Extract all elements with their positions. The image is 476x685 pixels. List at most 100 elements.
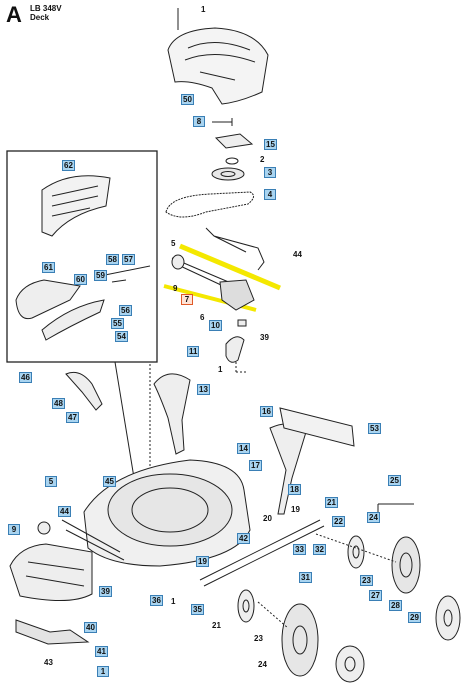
wheel-hub-right <box>347 535 365 569</box>
callout-22: 22 <box>332 516 345 527</box>
inset-grip-part <box>41 299 105 341</box>
nut-part <box>225 157 239 165</box>
bracket-part <box>214 133 254 149</box>
callout-3: 3 <box>264 167 276 178</box>
callout-47: 47 <box>66 412 79 423</box>
callout-4: 4 <box>264 189 276 200</box>
callout-58: 58 <box>106 254 119 265</box>
flap-ribs <box>25 561 85 587</box>
label-19: 19 <box>291 505 300 514</box>
callout-32: 32 <box>313 544 326 555</box>
rear-axle <box>199 519 325 587</box>
label-44: 44 <box>293 250 302 259</box>
callout-59: 59 <box>94 270 107 281</box>
wheel-bracket-leader <box>377 503 414 520</box>
callout-35: 35 <box>191 604 204 615</box>
callout-7-highlighted[interactable]: 7 <box>181 294 193 305</box>
pulley-hub <box>220 171 236 177</box>
engine-cover-ribs <box>184 41 256 81</box>
callout-9: 9 <box>8 524 20 535</box>
callout-57: 57 <box>122 254 135 265</box>
callout-14: 14 <box>237 443 250 454</box>
callout-31: 31 <box>299 572 312 583</box>
callout-25: 25 <box>388 475 401 486</box>
callout-13: 13 <box>197 384 210 395</box>
engine-cover <box>167 27 269 105</box>
callout-16: 16 <box>260 406 273 417</box>
inset-cover-grille <box>51 185 99 217</box>
drive-belt <box>165 191 254 218</box>
callout-45: 45 <box>103 476 116 487</box>
callout-1: 1 <box>97 666 109 677</box>
label-5: 5 <box>171 239 176 248</box>
callout-15: 15 <box>264 139 277 150</box>
shaft-end <box>171 254 185 270</box>
pulley-part <box>211 167 245 181</box>
wheel-front-right <box>391 536 421 594</box>
section-letter: A <box>6 2 22 27</box>
wheel-leaders <box>257 533 397 629</box>
callout-19: 19 <box>196 556 209 567</box>
label-9: 9 <box>173 284 178 293</box>
callout-54: 54 <box>115 331 128 342</box>
callout-10: 10 <box>209 320 222 331</box>
label-1-mid: 1 <box>218 365 223 374</box>
bolt-part <box>212 118 233 126</box>
callout-44: 44 <box>58 506 71 517</box>
section-label: Deck <box>30 13 50 22</box>
callout-23: 23 <box>360 575 373 586</box>
callout-39: 39 <box>99 586 112 597</box>
callout-24: 24 <box>367 512 380 523</box>
callout-33: 33 <box>293 544 306 555</box>
dashed-leaders <box>149 360 246 488</box>
label-43: 43 <box>44 658 53 667</box>
wheel-bushing <box>37 521 51 535</box>
model-label: LB 348V <box>30 4 62 13</box>
callout-56: 56 <box>119 305 132 316</box>
callout-41: 41 <box>95 646 108 657</box>
clip-part <box>237 319 247 327</box>
callout-27: 27 <box>369 590 382 601</box>
label-23: 23 <box>254 634 263 643</box>
wheel-front-left <box>281 603 319 677</box>
inset-handle-part <box>15 279 81 320</box>
label-6: 6 <box>200 313 205 322</box>
front-flap <box>9 543 93 602</box>
callout-42: 42 <box>237 533 250 544</box>
label-20: 20 <box>263 514 272 523</box>
deck-dome-inner <box>131 487 209 533</box>
callout-18: 18 <box>288 484 301 495</box>
callout-29: 29 <box>408 612 421 623</box>
label-2: 2 <box>260 155 265 164</box>
callout-48: 48 <box>52 398 65 409</box>
cover-part-11 <box>225 336 245 363</box>
callout-21: 21 <box>325 497 338 508</box>
wheel-rear-left <box>335 645 365 683</box>
callout-60: 60 <box>74 274 87 285</box>
callout-61: 61 <box>42 262 55 273</box>
callout-36: 36 <box>150 595 163 606</box>
wheel-rear-right <box>435 595 461 641</box>
deck-axle-rods <box>61 519 125 561</box>
callout-50: 50 <box>181 94 194 105</box>
handle-lever <box>65 371 103 411</box>
label-24: 24 <box>258 660 267 669</box>
inset-cover-part <box>41 175 111 237</box>
callout-8: 8 <box>193 116 205 127</box>
blade-part <box>15 619 90 645</box>
wheel-hub-left <box>237 589 255 623</box>
callout-5: 5 <box>45 476 57 487</box>
deck-dome <box>107 473 233 547</box>
label-1-low: 1 <box>171 597 176 606</box>
gearbox-part <box>219 279 255 311</box>
callout-46: 46 <box>19 372 32 383</box>
handle-bar-right <box>269 423 307 515</box>
callout-11: 11 <box>187 346 200 357</box>
highlight-bar-upper <box>179 243 281 291</box>
inset-rods <box>99 265 151 283</box>
label-39: 39 <box>260 333 269 342</box>
callout-53: 53 <box>368 423 381 434</box>
handle-bar-left <box>153 373 191 455</box>
callout-17: 17 <box>249 460 262 471</box>
